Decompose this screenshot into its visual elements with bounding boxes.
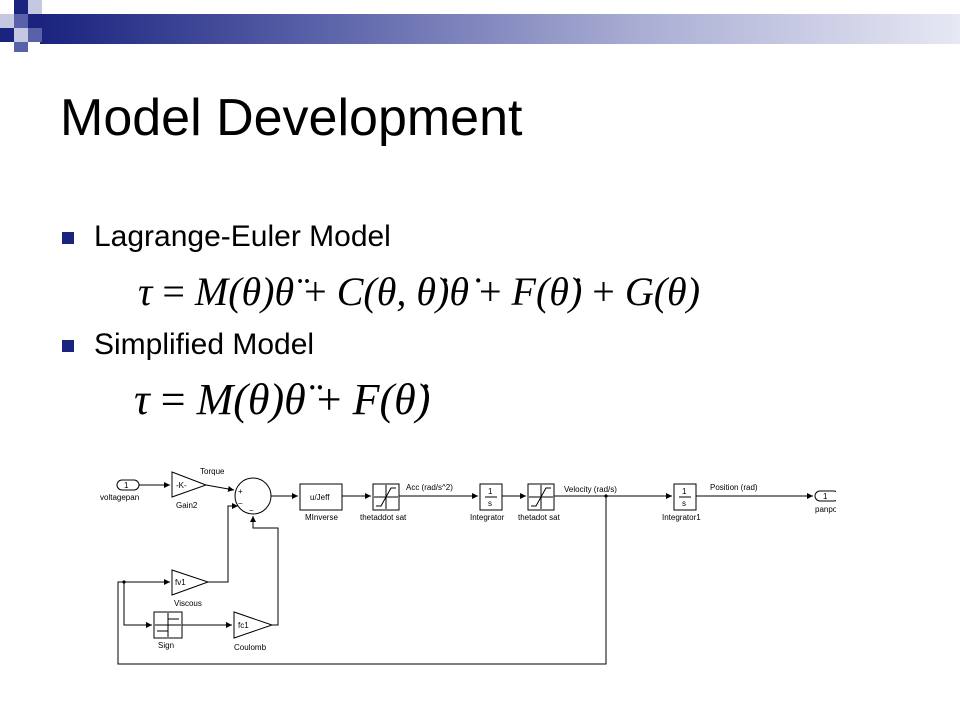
bullet-lagrange-euler: Lagrange-Euler Model (94, 220, 391, 253)
header-square (28, 14, 42, 28)
position-signal-label: Position (rad) (710, 483, 758, 492)
inport-label: voltagepan (100, 493, 139, 502)
header-square (0, 28, 14, 42)
viscous-gain-block[interactable] (171, 569, 210, 596)
integrator1-num: 1 (682, 487, 687, 496)
header-gradient-bar (40, 14, 960, 44)
bullet-simplified: Simplified Model (94, 328, 315, 361)
gain-label: Gain2 (176, 501, 198, 510)
simulink-block-diagram: 1 voltagepan -K- Gain2 Torque + − − u/Je… (100, 467, 836, 665)
header-decoration (0, 0, 960, 52)
integrator1-label: Integrator1 (662, 513, 701, 522)
header-square (28, 0, 42, 14)
bullet-marker (62, 340, 74, 352)
outport-block[interactable] (814, 490, 836, 502)
slide-title: Model Development (60, 89, 523, 147)
integrator-num: 1 (488, 487, 493, 496)
inport-number: 1 (124, 481, 129, 490)
header-square (0, 14, 14, 28)
viscous-label: Viscous (174, 599, 202, 608)
acc-signal-label: Acc (rad/s^2) (406, 483, 453, 492)
simplified-equation: τ = M(θ)θ̈ + F(θ̇) (134, 375, 431, 424)
coulomb-value: fc1 (238, 621, 249, 630)
gain-value: -K- (176, 481, 187, 490)
integrator-den: s (488, 499, 492, 508)
lagrange-euler-equation: τ = M(θ)θ̈ + C(θ, θ̇)θ̇ + F(θ̇) + G(θ) (138, 269, 701, 314)
sum-plus-sign: + (238, 487, 243, 496)
thetadot-sat-label: thetadot sat (518, 513, 561, 522)
sum-minus-left: − (238, 499, 243, 508)
velocity-signal-label: Velocity (rad/s) (564, 485, 617, 494)
header-square (14, 42, 28, 52)
header-square (14, 14, 28, 28)
integrator-label: Integrator (470, 513, 505, 522)
header-square (28, 28, 42, 42)
outport-label: panpos (815, 505, 836, 514)
viscous-value: fv1 (175, 578, 186, 587)
coulomb-label: Coulomb (234, 643, 267, 652)
header-square (14, 28, 28, 42)
outport-number: 1 (823, 492, 828, 501)
bullet-marker (62, 232, 74, 244)
integrator1-den: s (682, 499, 686, 508)
sum-minus-bottom: − (249, 506, 254, 515)
feedback-line (117, 496, 607, 665)
minverse-text: u/Jeff (310, 493, 330, 502)
sign-label: Sign (158, 641, 174, 650)
coulomb-gain-block[interactable] (233, 611, 274, 639)
thetaddot-sat-label: thetaddot sat (360, 513, 407, 522)
header-square (14, 0, 28, 14)
minverse-block[interactable] (299, 483, 343, 511)
gain-block[interactable] (171, 471, 208, 498)
torque-label: Torque (200, 467, 225, 476)
minverse-label: MInverse (305, 513, 338, 522)
